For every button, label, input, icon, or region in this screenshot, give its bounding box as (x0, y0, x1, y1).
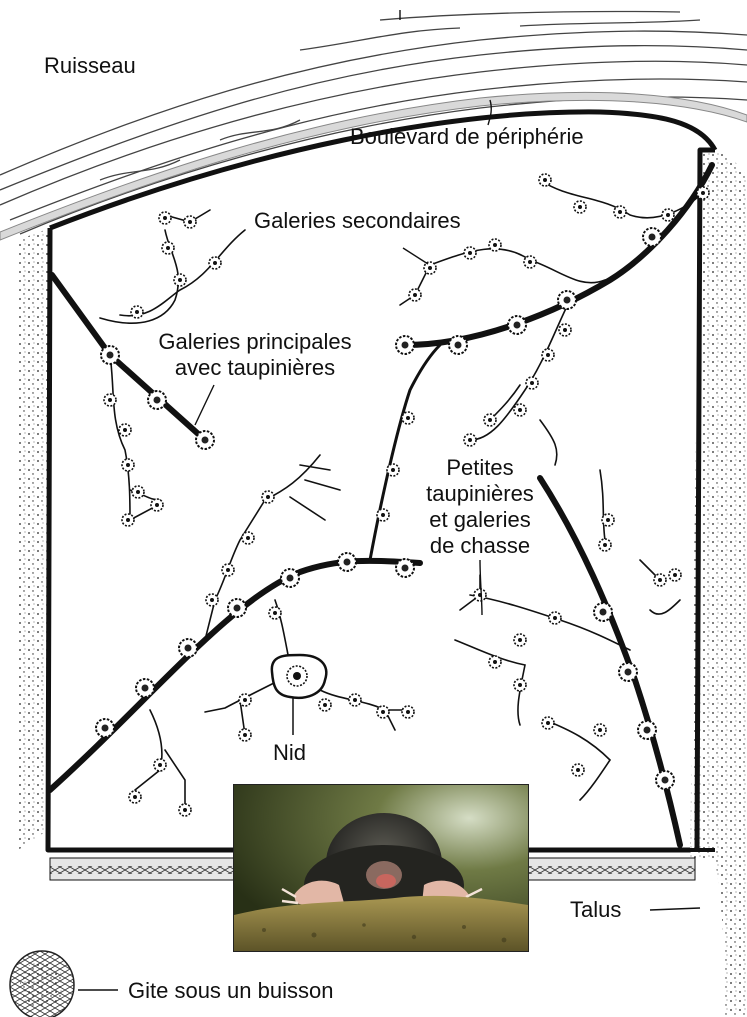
main-galleries (50, 165, 712, 845)
label-galeries-principales-line1: Galeries principales (128, 329, 382, 355)
label-petites-line3: et galeries (400, 507, 560, 533)
label-galeries-secondaires: Galeries secondaires (254, 208, 461, 234)
label-galeries-principales-line2: avec taupinières (128, 355, 382, 381)
mole-photo (233, 784, 529, 952)
left-soil-strip (18, 228, 50, 850)
label-galeries-principales: Galeries principales avec taupinières (128, 329, 382, 381)
label-ruisseau: Ruisseau (44, 53, 136, 79)
label-petites-taupinieres: Petites taupinières et galeries de chass… (400, 455, 560, 559)
label-petites-line1: Petites (400, 455, 560, 481)
label-boulevard: Boulevard de périphérie (350, 124, 584, 150)
label-petites-line4: de chasse (400, 533, 560, 559)
label-gite: Gite sous un buisson (128, 978, 333, 1004)
label-talus: Talus (570, 897, 621, 923)
label-petites-line2: taupinières (400, 481, 560, 507)
nest (272, 655, 326, 735)
label-nid: Nid (273, 740, 306, 766)
